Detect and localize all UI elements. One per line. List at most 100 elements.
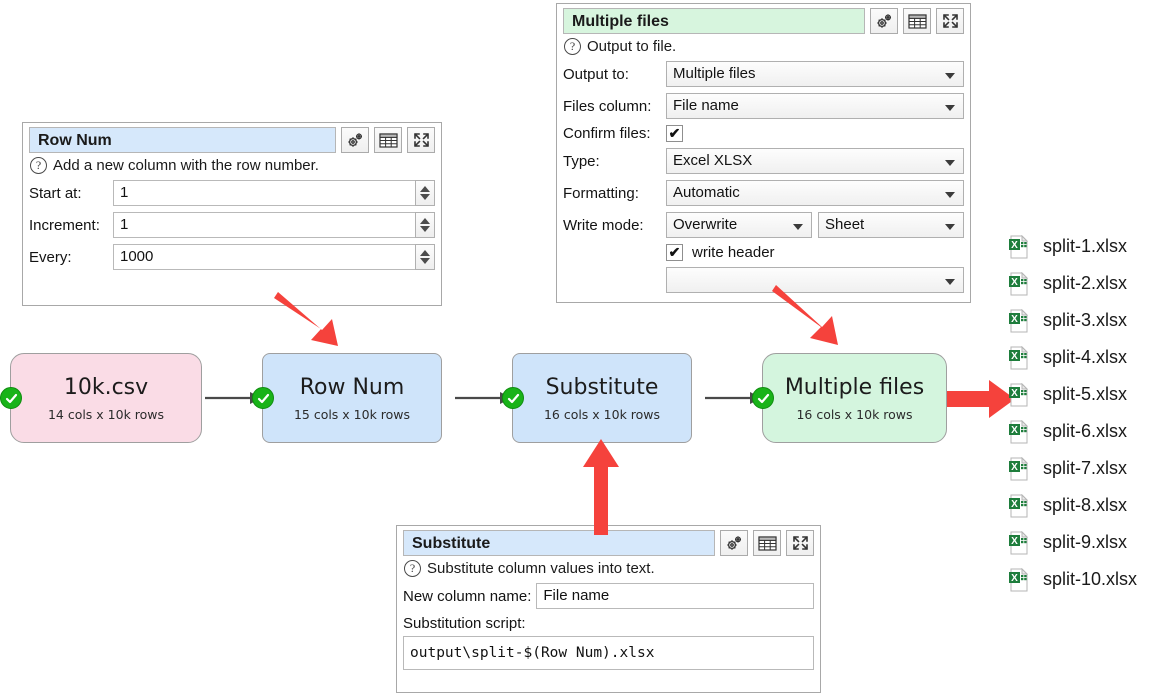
stepper-down-icon[interactable] (420, 258, 430, 264)
table-grid-icon[interactable] (753, 530, 781, 556)
list-item[interactable]: X split-7.xlsx (1008, 450, 1137, 487)
stepper-up-icon[interactable] (420, 250, 430, 256)
list-item[interactable]: X split-2.xlsx (1008, 265, 1137, 302)
panel-titlebar: Multiple files (563, 8, 964, 34)
stepper-increment[interactable] (415, 212, 435, 238)
expand-fullscreen-icon[interactable] (786, 530, 814, 556)
select-output-to[interactable]: Multiple files (666, 61, 964, 87)
field-row-type: Type: Excel XLSX (563, 148, 964, 174)
label-start-at: Start at: (29, 184, 82, 202)
list-item[interactable]: X split-8.xlsx (1008, 487, 1137, 524)
file-name-label: split-5.xlsx (1043, 384, 1128, 404)
file-name-label: split-6.xlsx (1043, 421, 1128, 441)
excel-file-icon: X (1009, 456, 1029, 480)
excel-file-icon: X (1009, 419, 1029, 443)
status-ok-icon (502, 387, 524, 409)
list-item[interactable]: X split-10.xlsx (1008, 561, 1137, 598)
help-question-icon[interactable]: ? (30, 157, 47, 174)
list-item[interactable]: X split-9.xlsx (1008, 524, 1137, 561)
field-row-formatting: Formatting: Automatic (563, 180, 964, 206)
input-new-column-name[interactable]: File name (536, 583, 814, 609)
callout-arrow-row-num (274, 292, 338, 346)
table-grid-icon[interactable] (903, 8, 931, 34)
checkbox-write-header[interactable]: ✔ (666, 244, 683, 261)
file-name-label: split-2.xlsx (1043, 273, 1128, 293)
flow-node-title: Substitute (545, 374, 659, 400)
stepper-up-icon[interactable] (420, 186, 430, 192)
flow-node-subtitle: 14 cols x 10k rows (47, 406, 165, 422)
help-question-icon[interactable]: ? (404, 560, 421, 577)
stepper-start-at[interactable] (415, 180, 435, 206)
field-row-every: Every: 1000 (29, 244, 435, 270)
input-increment[interactable]: 1 (113, 212, 415, 238)
field-row-write-header: ✔ write header (563, 244, 964, 261)
svg-text:X: X (1011, 388, 1018, 399)
settings-gear-icon[interactable] (870, 8, 898, 34)
panel-title-input[interactable]: Multiple files (563, 8, 865, 34)
settings-gear-icon[interactable] (720, 530, 748, 556)
select-type[interactable]: Excel XLSX (666, 148, 964, 174)
stepper-up-icon[interactable] (420, 218, 430, 224)
expand-fullscreen-icon[interactable] (936, 8, 964, 34)
panel-titlebar: Row Num (29, 127, 435, 153)
help-question-icon[interactable]: ? (564, 38, 581, 55)
status-ok-icon (752, 387, 774, 409)
label-every: Every: (29, 248, 72, 266)
flow-node-source[interactable]: 10k.csv 14 cols x 10k rows (0, 353, 202, 443)
file-name-label: split-10.xlsx (1043, 569, 1138, 589)
stepper-every[interactable] (415, 244, 435, 270)
settings-gear-icon[interactable] (341, 127, 369, 153)
excel-file-icon: X (1009, 567, 1029, 591)
field-row-output-to: Output to: Multiple files (563, 61, 964, 87)
excel-file-icon: X (1009, 530, 1029, 554)
expand-fullscreen-icon[interactable] (407, 127, 435, 153)
svg-text:X: X (1011, 536, 1018, 547)
panel-titlebar: Substitute (403, 530, 814, 556)
list-item[interactable]: X split-3.xlsx (1008, 302, 1137, 339)
field-row-files-column: Files column: File name (563, 93, 964, 119)
panel-hint-text: Substitute column values into text. (427, 560, 655, 577)
flow-node-subtitle: 15 cols x 10k rows (293, 406, 411, 422)
select-write-mode[interactable]: Overwrite (666, 212, 812, 238)
label-write-header: write header (692, 244, 775, 261)
svg-text:X: X (1011, 240, 1018, 251)
panel-row-num: Row Num (22, 122, 442, 306)
panel-hint-text: Output to file. (587, 38, 677, 55)
input-start-at[interactable]: 1 (113, 180, 415, 206)
list-item[interactable]: X split-6.xlsx (1008, 413, 1137, 450)
label-increment: Increment: (29, 216, 100, 234)
list-item[interactable]: X split-5.xlsx (1008, 376, 1137, 413)
list-item[interactable]: X split-1.xlsx (1008, 228, 1137, 265)
excel-file-icon: X (1009, 271, 1029, 295)
select-partial-hidden[interactable] (666, 267, 964, 293)
svg-text:X: X (1011, 462, 1018, 473)
select-files-column[interactable]: File name (666, 93, 964, 119)
table-grid-icon[interactable] (374, 127, 402, 153)
panel-hint: ? Output to file. (564, 38, 964, 55)
stepper-down-icon[interactable] (420, 226, 430, 232)
flow-node-multiple-files[interactable]: Multiple files 16 cols x 10k rows (752, 353, 947, 443)
output-file-list: X split-1.xlsx X split-2.xlsx X split-3.… (1008, 228, 1137, 598)
panel-substitute: Substitute (396, 525, 821, 693)
field-row-partial (563, 267, 964, 293)
field-row-confirm-files: Confirm files: ✔ (563, 125, 964, 142)
label-files-column: Files column: (563, 97, 652, 115)
field-row-start-at: Start at: 1 (29, 180, 435, 206)
field-row-script-label: Substitution script: (403, 615, 814, 632)
label-formatting: Formatting: (563, 184, 639, 202)
select-sheet[interactable]: Sheet (818, 212, 964, 238)
flow-node-row-num[interactable]: Row Num 15 cols x 10k rows (252, 353, 442, 443)
excel-file-icon: X (1009, 382, 1029, 406)
checkbox-confirm-files[interactable]: ✔ (666, 125, 683, 142)
stepper-down-icon[interactable] (420, 194, 430, 200)
input-every[interactable]: 1000 (113, 244, 415, 270)
input-substitution-script[interactable]: output\split-$(Row Num).xlsx (403, 636, 814, 670)
file-name-label: split-1.xlsx (1043, 236, 1128, 256)
label-new-column-name: New column name: (403, 587, 532, 605)
list-item[interactable]: X split-4.xlsx (1008, 339, 1137, 376)
panel-title-input[interactable]: Row Num (29, 127, 336, 153)
select-formatting[interactable]: Automatic (666, 180, 964, 206)
flow-node-substitute[interactable]: Substitute 16 cols x 10k rows (502, 353, 692, 443)
panel-hint-text: Add a new column with the row number. (53, 157, 319, 174)
panel-title-input[interactable]: Substitute (403, 530, 715, 556)
